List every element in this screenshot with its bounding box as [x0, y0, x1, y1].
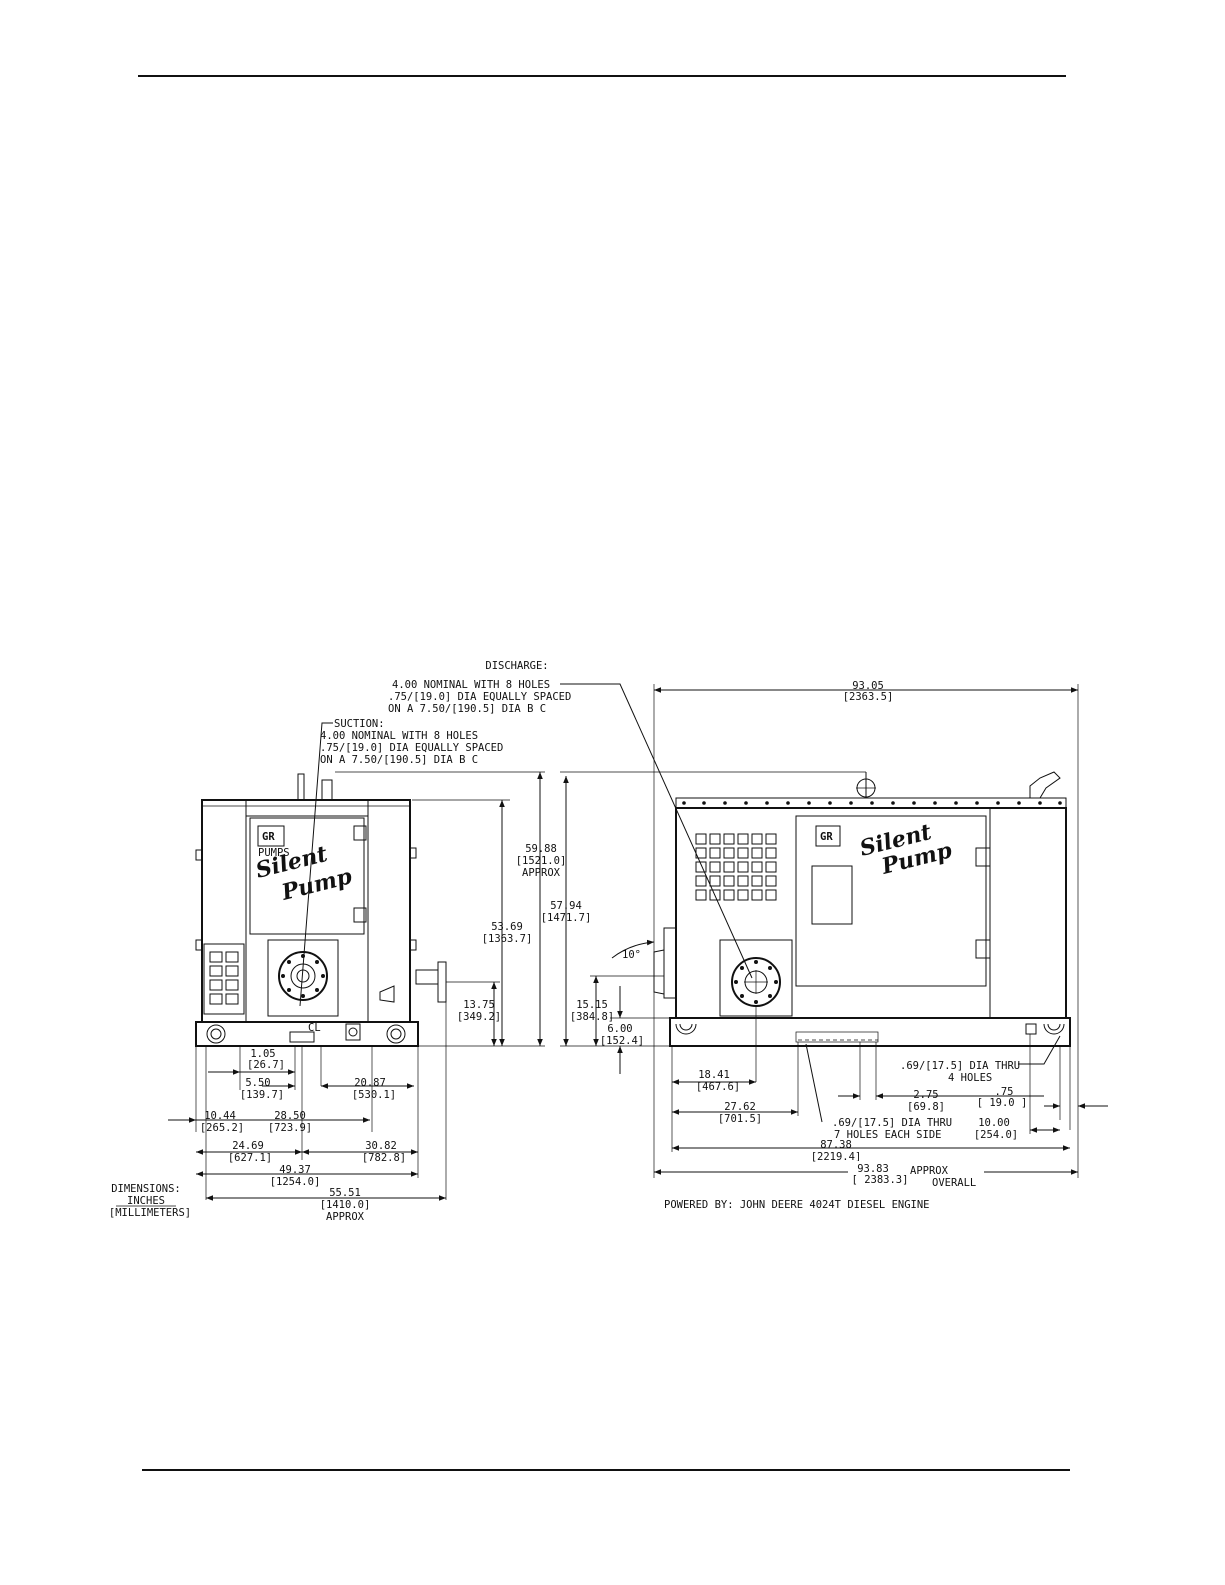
holes-side-1: .69/[17.5] DIA THRU — [832, 1117, 952, 1129]
front-vertical-dims: 59.88 [1521.0] APPROX 57.94 [1471.7] 53.… — [335, 771, 591, 1047]
side-logo-text: GR — [820, 831, 833, 843]
dim-2-75-mm: [69.8] — [907, 1101, 945, 1113]
discharge-line3: ON A 7.50/[190.5] DIA B C — [388, 703, 546, 715]
dim-93-83-mm: [ 2383.3] — [852, 1174, 909, 1186]
dim-10-44: 10.44 — [204, 1110, 236, 1122]
discharge-line1: 4.00 NOMINAL WITH 8 HOLES — [392, 679, 550, 691]
suction-callout: SUCTION: 4.00 NOMINAL WITH 8 HOLES .75/[… — [299, 718, 503, 1007]
dim-59-88-note: APPROX — [522, 867, 561, 879]
dim-18-41: 18.41 — [698, 1069, 730, 1081]
dim-55-51-note: APPROX — [326, 1211, 365, 1223]
suction-title: SUCTION: — [334, 718, 385, 730]
dim-6-00-mm: [152.4] — [600, 1035, 644, 1047]
holes-end-1: .69/[17.5] DIA THRU — [900, 1060, 1020, 1072]
dimensions-legend: DIMENSIONS: INCHES [MILLIMETERS] — [109, 1183, 191, 1219]
dim-49-37: 49.37 — [279, 1164, 311, 1176]
dim-1-05: 1.05 — [250, 1048, 275, 1060]
overall-label: OVERALL — [932, 1177, 976, 1189]
dim-93-05: 93.05 — [852, 680, 884, 692]
dim-87-38: 87.38 — [820, 1139, 852, 1151]
dim-87-38-mm: [2219.4] — [811, 1151, 862, 1163]
approx-label: APPROX — [910, 1165, 949, 1177]
control-panel — [203, 943, 245, 1015]
discharge-title: DISCHARGE: — [485, 660, 548, 672]
centerline-label: CL — [308, 1022, 321, 1034]
dim-10-00: 10.00 — [978, 1117, 1010, 1129]
suction-flange — [278, 951, 328, 1001]
dim-49-37-mm: [1254.0] — [270, 1176, 321, 1188]
dim-6-00: 6.00 — [607, 1023, 632, 1035]
dim-5-50: 5.50 — [245, 1077, 270, 1089]
logo-sub: PUMPS — [258, 847, 290, 859]
dim-20-87: 20.87 — [354, 1077, 386, 1089]
legend-inches: INCHES — [127, 1195, 165, 1207]
suction-line1: 4.00 NOMINAL WITH 8 HOLES — [320, 730, 478, 742]
dim-10-44-mm: [265.2] — [200, 1122, 244, 1134]
dim-53-69: 53.69 — [491, 921, 523, 933]
vent-grid — [695, 833, 777, 901]
dim-55-51: 55.51 — [329, 1187, 361, 1199]
dim-24-69-mm: [627.1] — [228, 1152, 272, 1164]
dim-55-51-mm: [1410.0] — [320, 1199, 371, 1211]
dim-1-05-mm: [26.7] — [247, 1059, 285, 1071]
dim-53-69-mm: [1363.7] — [482, 933, 533, 945]
dim-28-50-mm: [723.9] — [268, 1122, 312, 1134]
dim-2-75: 2.75 — [913, 1089, 938, 1101]
brand-logo: GR PUMPS Silent Pump — [253, 825, 355, 906]
logo-text: GR — [262, 831, 275, 843]
angle-10: 10° — [622, 949, 641, 961]
dim-27-62-mm: [701.5] — [718, 1113, 762, 1125]
dim-27-62: 27.62 — [724, 1101, 756, 1113]
dim-28-50: 28.50 — [274, 1110, 306, 1122]
holes-side-2: 7 HOLES EACH SIDE — [834, 1129, 941, 1141]
powered-by: POWERED BY: JOHN DEERE 4024T DIESEL ENGI… — [664, 1199, 930, 1211]
front-horizontal-dims: 1.05 [26.7] 5.50 [139.7] 20.87 [530.1] 1… — [168, 1002, 447, 1223]
dim-0-75-mm: [ 19.0 ] — [977, 1097, 1028, 1109]
discharge-callout: DISCHARGE: 4.00 NOMINAL WITH 8 HOLES .75… — [388, 660, 753, 979]
dim-13-75: 13.75 — [463, 999, 495, 1011]
dim-59-88-mm: [1521.0] — [516, 855, 567, 867]
side-view: GR Silent Pump — [653, 771, 1071, 1047]
dim-93-83: 93.83 — [857, 1163, 889, 1175]
dim-24-69: 24.69 — [232, 1140, 264, 1152]
dim-30-82: 30.82 — [365, 1140, 397, 1152]
dim-15-15: 15.15 — [576, 999, 608, 1011]
dim-93-05-mm: [2363.5] — [843, 691, 894, 703]
dim-15-15-mm: [384.8] — [570, 1011, 614, 1023]
side-dims: 93.05 [2363.5] 10° 15.15 [384.8] 6.00 [1… — [560, 680, 1108, 1191]
dim-0-75: .75 — [995, 1086, 1014, 1098]
dim-13-75-mm: [349.2] — [457, 1011, 501, 1023]
holes-end-2: 4 HOLES — [948, 1072, 992, 1084]
front-view: GR PUMPS Silent Pump — [195, 773, 447, 1047]
dim-18-41-mm: [467.6] — [696, 1081, 740, 1093]
dim-20-87-mm: [530.1] — [352, 1089, 396, 1101]
legend-title: DIMENSIONS: — [111, 1183, 181, 1195]
dim-59-88: 59.88 — [525, 843, 557, 855]
dim-30-82-mm: [782.8] — [362, 1152, 406, 1164]
discharge-line2: .75/[19.0] DIA EQUALLY SPACED — [388, 691, 571, 703]
dim-5-50-mm: [139.7] — [240, 1089, 284, 1101]
dim-10-00-mm: [254.0] — [974, 1129, 1018, 1141]
legend-mm: [MILLIMETERS] — [109, 1207, 191, 1219]
suction-line3: ON A 7.50/[190.5] DIA B C — [320, 754, 478, 766]
suction-line2: .75/[19.0] DIA EQUALLY SPACED — [320, 742, 503, 754]
